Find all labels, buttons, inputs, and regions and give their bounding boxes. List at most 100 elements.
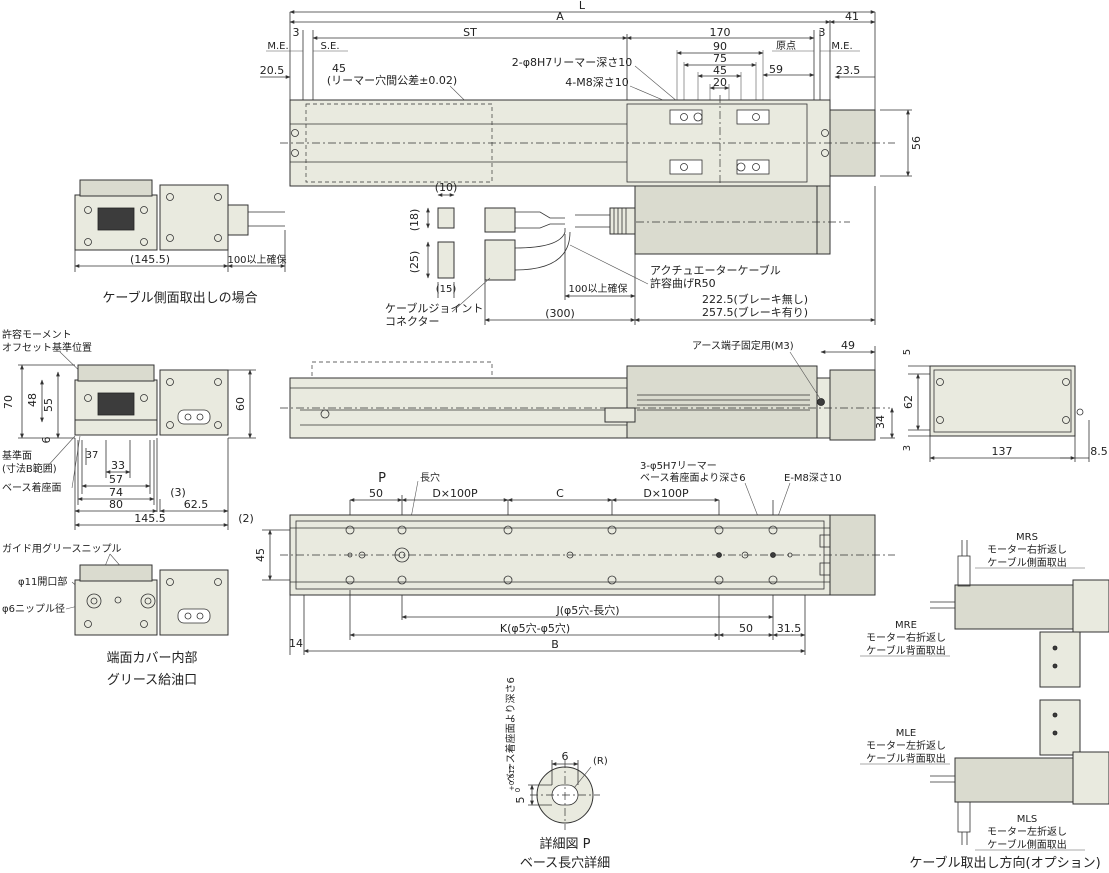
dim-48: 48 [26,393,39,407]
dim-75: 75 [713,52,727,65]
dim-8-5: 8.5 [1090,445,1108,458]
bottom-view: P 長穴 3-φ5H7リーマー ベース着座面より深さ6 E-M8深さ10 50 … [254,461,895,655]
caption-grease-2: グリース給油口 [107,673,197,688]
dim-B: B [551,638,559,651]
dim-15: (15) [436,284,457,295]
dim-J: J(φ5穴-長穴) [555,603,619,617]
dim-145-5-top: (145.5) [130,253,170,266]
label-se: S.E. [320,41,339,52]
dim-L: L [579,0,586,12]
dim-257-5: 257.5(ブレーキ有り) [702,305,808,319]
opt-mle-2: ケーブル背面取出 [866,752,945,765]
label-cable-joint: ケーブルジョイント [385,301,483,315]
side-view: アース端子固定用(M3) 49 34 [280,339,895,441]
dim-dx100p-right: D×100P [643,487,689,500]
dim-45-reamer: 45 [332,62,346,75]
dim-41: 41 [845,10,859,23]
label-me-right: M.E. [831,41,852,52]
opt-mre-2: ケーブル背面取出 [866,644,945,657]
dim-5: 5 [902,349,913,355]
dim-62-5: 62.5 [184,498,209,511]
opt-mle-1: モーター左折返し [866,739,946,752]
dim-20-5: 20.5 [260,64,285,77]
note-reamer-tol: (リーマー穴間公差±0.02) [327,73,457,87]
dim-74: 74 [109,486,123,499]
dim-59: 59 [769,63,783,76]
top-view: L A 41 3 M.E. S.E. ST 170 3 原点 M.E. 90 7… [260,0,923,190]
label-offset-ref: オフセット基準位置 [2,341,92,354]
label-dim-b-range: (寸法B範囲) [2,462,57,475]
dim-45: 45 [713,64,727,77]
label-P: P [378,471,386,486]
dim-50-top: 50 [369,487,383,500]
opt-mrs-1: モーター右折返し [987,543,1067,556]
caption-cable-side: ケーブル側面取出しの場合 [102,290,257,306]
note-m8-holes: 4-M8深さ10 [565,76,628,89]
grease-view: ガイド用グリースニップル φ11開口部 φ6ニップル径 端面カバー内部 グリース… [2,542,229,688]
dim-70: 70 [2,395,15,409]
dim-60: 60 [234,397,247,411]
dim-170: 170 [710,26,731,39]
ground-terminal [817,398,825,406]
label-me-left: M.E. [267,41,288,52]
caption-options: ケーブル取出し方向(オプション) [909,855,1100,871]
dim-300: (300) [545,307,575,320]
label-slot: 長穴 [420,471,440,484]
dim-31-5: 31.5 [777,622,802,635]
dim-49: 49 [841,339,855,352]
opt-mrs-2: ケーブル側面取出 [987,556,1066,569]
label-origin: 原点 [776,40,796,52]
dim-6: 6 [40,437,53,444]
dim-C: C [556,487,564,500]
opt-mle-code: MLE [896,728,917,739]
dim-3-right: 3 [819,26,826,39]
opt-mls-code: MLS [1017,814,1038,825]
dim-3-r: 3 [902,445,913,451]
dim-56: 56 [910,136,923,150]
dim-18: (18) [408,209,421,232]
dim-3-gap: (3) [170,486,186,499]
label-phi6: φ6ニップル径 [2,602,65,615]
dim-100-side: 100以上確保 [227,253,286,266]
label-actuator-cable: アクチュエーターケーブル [650,263,781,277]
dim-6-detail: 6 [562,750,569,763]
dim-222-5: 222.5(ブレーキ無し) [702,292,808,306]
motor-side [634,185,818,255]
label-ref-surface: 基準面 [2,449,32,462]
dim-3-left: 3 [293,26,300,39]
dim-2: (2) [238,512,254,525]
label-base-seat: ベース着座面 [2,481,62,494]
label-ground-m3: アース端子固定用(M3) [692,339,794,352]
dim-100-cable: 100以上確保 [568,282,627,295]
opt-mre-code: MRE [895,620,917,631]
label-depth-6: ベース着座面より深さ6 [640,471,746,484]
slider-side [626,365,818,439]
cable-options-view: MRS モーター右折返し ケーブル側面取出 MRE モーター右折返し ケーブル背… [860,532,1109,871]
dim-25: (25) [408,251,421,274]
detail-p-view: 6 (R) 5 +0.012 0 ベース着座面より深さ6 詳細図 P ベース長穴… [504,677,610,871]
opt-mre-1: モーター右折返し [866,631,946,644]
opt-mls-1: モーター左折返し [987,825,1067,838]
motor-side-view [829,369,876,441]
dim-A: A [556,10,564,23]
dim-62: 62 [902,395,915,409]
dim-34: 34 [874,415,887,429]
dim-137: 137 [992,445,1013,458]
label-e-m8: E-M8深さ10 [784,472,842,484]
dim-23-5: 23.5 [836,64,861,77]
label-connector: コネクター [385,315,440,328]
end-view: 許容モーメント オフセット基準位置 70 48 55 60 6 基準面 (寸法B… [2,328,256,530]
tol-zero: 0 [514,788,522,792]
label-moment: 許容モーメント [2,328,72,341]
label-depth-detail: ベース着座面より深さ6 [504,677,517,783]
note-reamer-holes: 2-φ8H7リーマー深さ10 [512,56,633,69]
dim-145-5: 145.5 [134,512,166,525]
dim-K: K(φ5穴-φ5穴) [500,621,570,635]
dim-50-bottom: 50 [739,622,753,635]
dim-90: 90 [713,40,727,53]
opt-mrs-code: MRS [1016,532,1038,543]
dim-33: 33 [111,459,125,472]
dim-37: 37 [86,450,99,461]
